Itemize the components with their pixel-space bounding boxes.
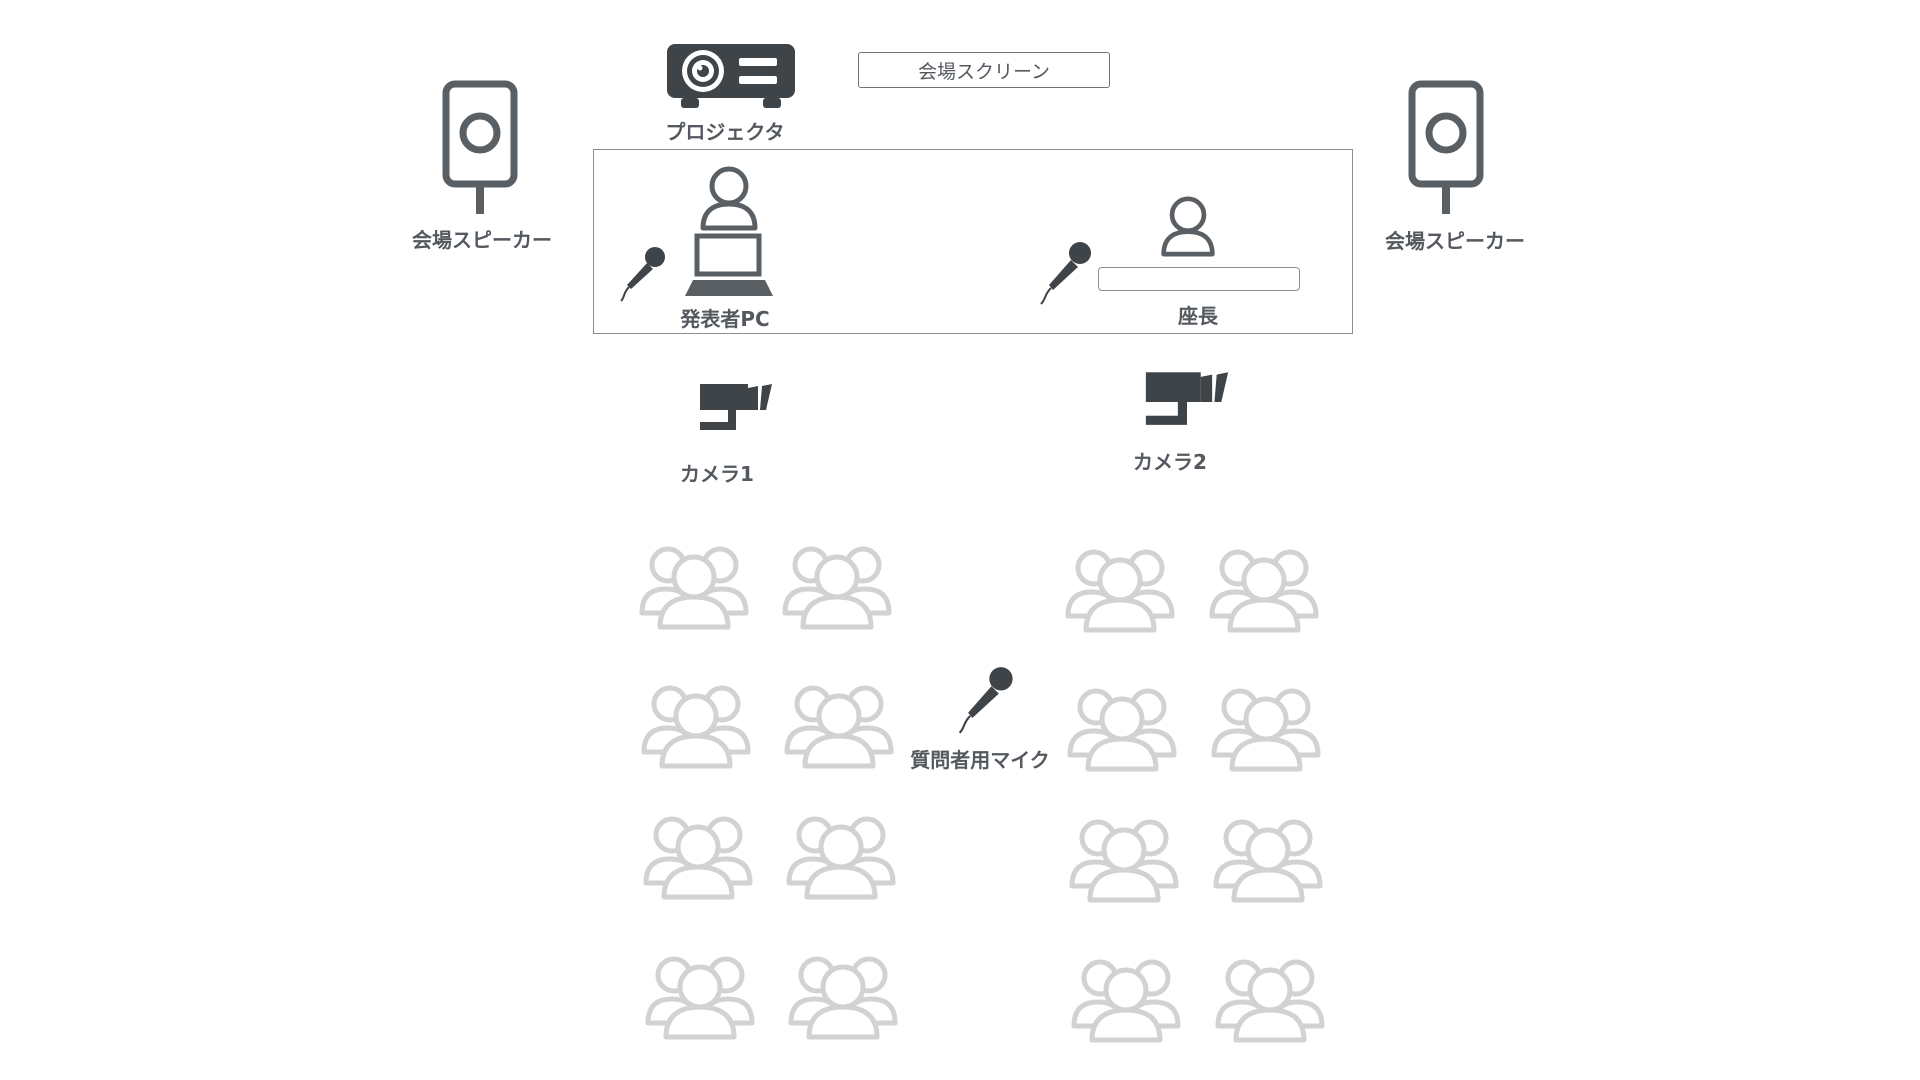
- security-camera-icon: [1145, 372, 1229, 425]
- person-icon: [1161, 196, 1215, 257]
- group-icon: [788, 956, 898, 1040]
- speaker-icon: [1408, 80, 1484, 214]
- group-icon: [645, 956, 755, 1040]
- group-icon: [1211, 688, 1321, 772]
- group-icon: [1215, 959, 1325, 1043]
- microphone-icon: [958, 667, 1013, 734]
- group-icon: [1067, 688, 1177, 772]
- group-icon: [782, 546, 892, 630]
- projector-icon: [667, 44, 795, 108]
- group-icon: [1071, 959, 1181, 1043]
- speaker-icon: [442, 80, 518, 214]
- chair-desk: [1098, 267, 1300, 291]
- screen-label: 会場スクリーン: [917, 60, 1051, 83]
- speaker-left-label: 会場スピーカー: [412, 228, 552, 252]
- projector-label: プロジェクタ: [665, 120, 785, 144]
- laptop-icon: [685, 233, 773, 296]
- group-icon: [1209, 549, 1319, 633]
- group-icon: [784, 685, 894, 769]
- question-mic-label: 質問者用マイク: [910, 748, 1050, 772]
- group-icon: [786, 816, 896, 900]
- group-icon: [641, 685, 751, 769]
- camera1-label: カメラ1: [680, 462, 754, 486]
- group-icon: [639, 546, 749, 630]
- venue-screen: 会場スクリーン: [858, 52, 1110, 88]
- security-camera-icon: [700, 384, 772, 430]
- microphone-icon: [620, 247, 665, 302]
- group-icon: [1069, 819, 1179, 903]
- microphone-icon: [1040, 242, 1091, 305]
- presenter-pc-label: 発表者PC: [680, 307, 770, 331]
- camera2-label: カメラ2: [1133, 450, 1207, 474]
- group-icon: [1213, 819, 1323, 903]
- stage-area: [593, 149, 1353, 334]
- chair-label: 座長: [1178, 304, 1218, 328]
- speaker-right-label: 会場スピーカー: [1385, 229, 1525, 253]
- group-icon: [643, 816, 753, 900]
- group-icon: [1065, 549, 1175, 633]
- person-icon: [700, 166, 758, 231]
